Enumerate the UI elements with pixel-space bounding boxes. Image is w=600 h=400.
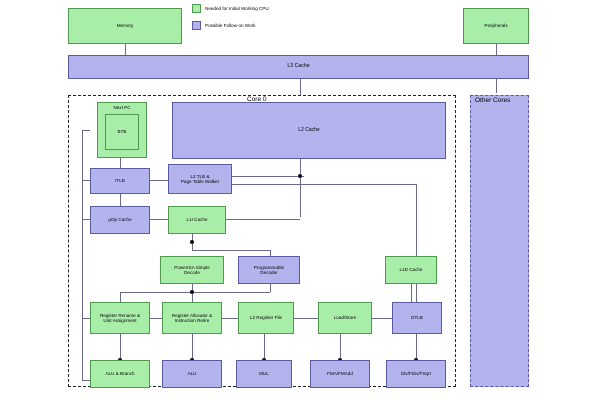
block-register-rename-unit-assignment[interactable]: Register Rename & Unit Assignment — [90, 302, 150, 334]
connector-memory-l3 — [125, 44, 126, 55]
junction-dot-l2tlb — [298, 174, 302, 178]
legend-item-green: Needed for Initial Working CPU — [192, 4, 312, 13]
block-load-store[interactable]: Load/Store — [318, 302, 372, 334]
container-other-cores[interactable] — [470, 95, 529, 387]
connector-l3-core — [300, 79, 301, 95]
block-l1i-cache[interactable]: L1I Cache — [168, 206, 226, 234]
connector-l2-spine — [300, 159, 301, 217]
block-powerisa-simple-decode[interactable]: PowerISA Simple Decode — [160, 256, 224, 284]
container-other-cores-label: Other Cores — [475, 97, 511, 104]
connector-rename-alubranch — [120, 334, 121, 360]
block-peripherals[interactable]: Peripherals — [463, 8, 529, 44]
connector-bus-allocator — [192, 292, 193, 302]
connector-feedback-uop — [82, 219, 90, 220]
connector-allocator-alu — [192, 334, 193, 360]
connector-itlb-uop — [120, 194, 121, 206]
connector-feedback-itlb — [82, 180, 90, 181]
connector-l2tlb-dtlb — [232, 184, 416, 185]
connector-feedback-rename — [82, 318, 90, 319]
block-programmable-decoder[interactable]: Programmable Decoder — [238, 256, 300, 284]
block-mul[interactable]: MUL — [236, 360, 292, 388]
connector-loadstore-fma — [340, 334, 341, 360]
connector-progdecoder-out — [270, 284, 271, 292]
connector-bus-rename — [120, 292, 121, 302]
connector-rename-allocator — [150, 318, 168, 319]
legend-swatch-green-icon — [192, 4, 201, 13]
connector-l1i-l2 — [226, 219, 300, 220]
block-l2-cache[interactable]: L2 Cache — [172, 102, 446, 159]
junction-dot-l1i-out — [190, 240, 194, 244]
connector-decode-bus-top — [192, 250, 270, 251]
connector-uop-l1i — [150, 219, 168, 220]
connector-left-feedback-spine — [82, 130, 83, 380]
legend-swatch-purple-icon — [192, 21, 201, 30]
connector-allocator-regfile — [222, 318, 240, 319]
connector-dtlb-vertical — [416, 184, 417, 308]
block-l2-register-file[interactable]: L2 Register File — [238, 302, 294, 334]
block-l2-tlb-page-table-walker[interactable]: L2 TLB & Page Table Walker — [168, 164, 232, 194]
connector-nextpc-itlb — [120, 158, 121, 168]
block-dtlb[interactable]: DTLB — [392, 302, 442, 334]
legend-label-green: Needed for Initial Working CPU — [205, 6, 269, 11]
legend: Needed for Initial Working CPU Possible … — [192, 4, 312, 38]
connector-decode-rename-bus — [120, 292, 270, 293]
connector-dtlb-div — [416, 334, 417, 360]
connector-peripherals-l3 — [496, 44, 497, 55]
block-uop-cache[interactable]: µOp Cache — [90, 206, 150, 234]
block-fma-fmadd[interactable]: FMA/FMAdd — [310, 360, 370, 388]
block-l1d-cache[interactable]: L1D Cache — [385, 256, 437, 284]
container-core-0-label: Core 0 — [247, 96, 267, 103]
connector-l1d-loadstore — [411, 284, 412, 302]
block-l3-cache[interactable]: L3 Cache — [68, 55, 529, 79]
connector-l2tlb-junction — [232, 176, 304, 177]
connector-loadstore-dtlb — [372, 318, 392, 319]
legend-label-purple: Possible Follow-on Work — [205, 23, 256, 28]
connector-feedback-nextpc — [82, 130, 90, 131]
connector-progdecoder-feed — [270, 250, 271, 256]
block-div-fdiv-fsqrt[interactable]: Div/FDiv/FSqrt — [386, 360, 446, 388]
connector-regfile-mul — [264, 334, 265, 360]
junction-dot-decode-bus — [190, 290, 194, 294]
connector-feedback-alubranch — [82, 380, 90, 381]
block-alu-branch[interactable]: ALU & Branch — [90, 360, 150, 388]
block-itlb[interactable]: ITLB — [90, 168, 150, 194]
legend-item-purple: Possible Follow-on Work — [192, 21, 312, 30]
connector-regfile-loadstore — [294, 318, 318, 319]
connector-itlb-l2tlb — [150, 180, 168, 181]
block-alu[interactable]: ALU — [162, 360, 222, 388]
connector-decode-out — [192, 284, 193, 292]
block-btb[interactable]: BTB — [105, 114, 139, 150]
block-register-allocator-instruction-retire[interactable]: Register Allocator & Instruction Retire — [162, 302, 222, 334]
block-memory[interactable]: Memory — [68, 8, 182, 44]
connector-l3-other-cores — [496, 79, 497, 93]
